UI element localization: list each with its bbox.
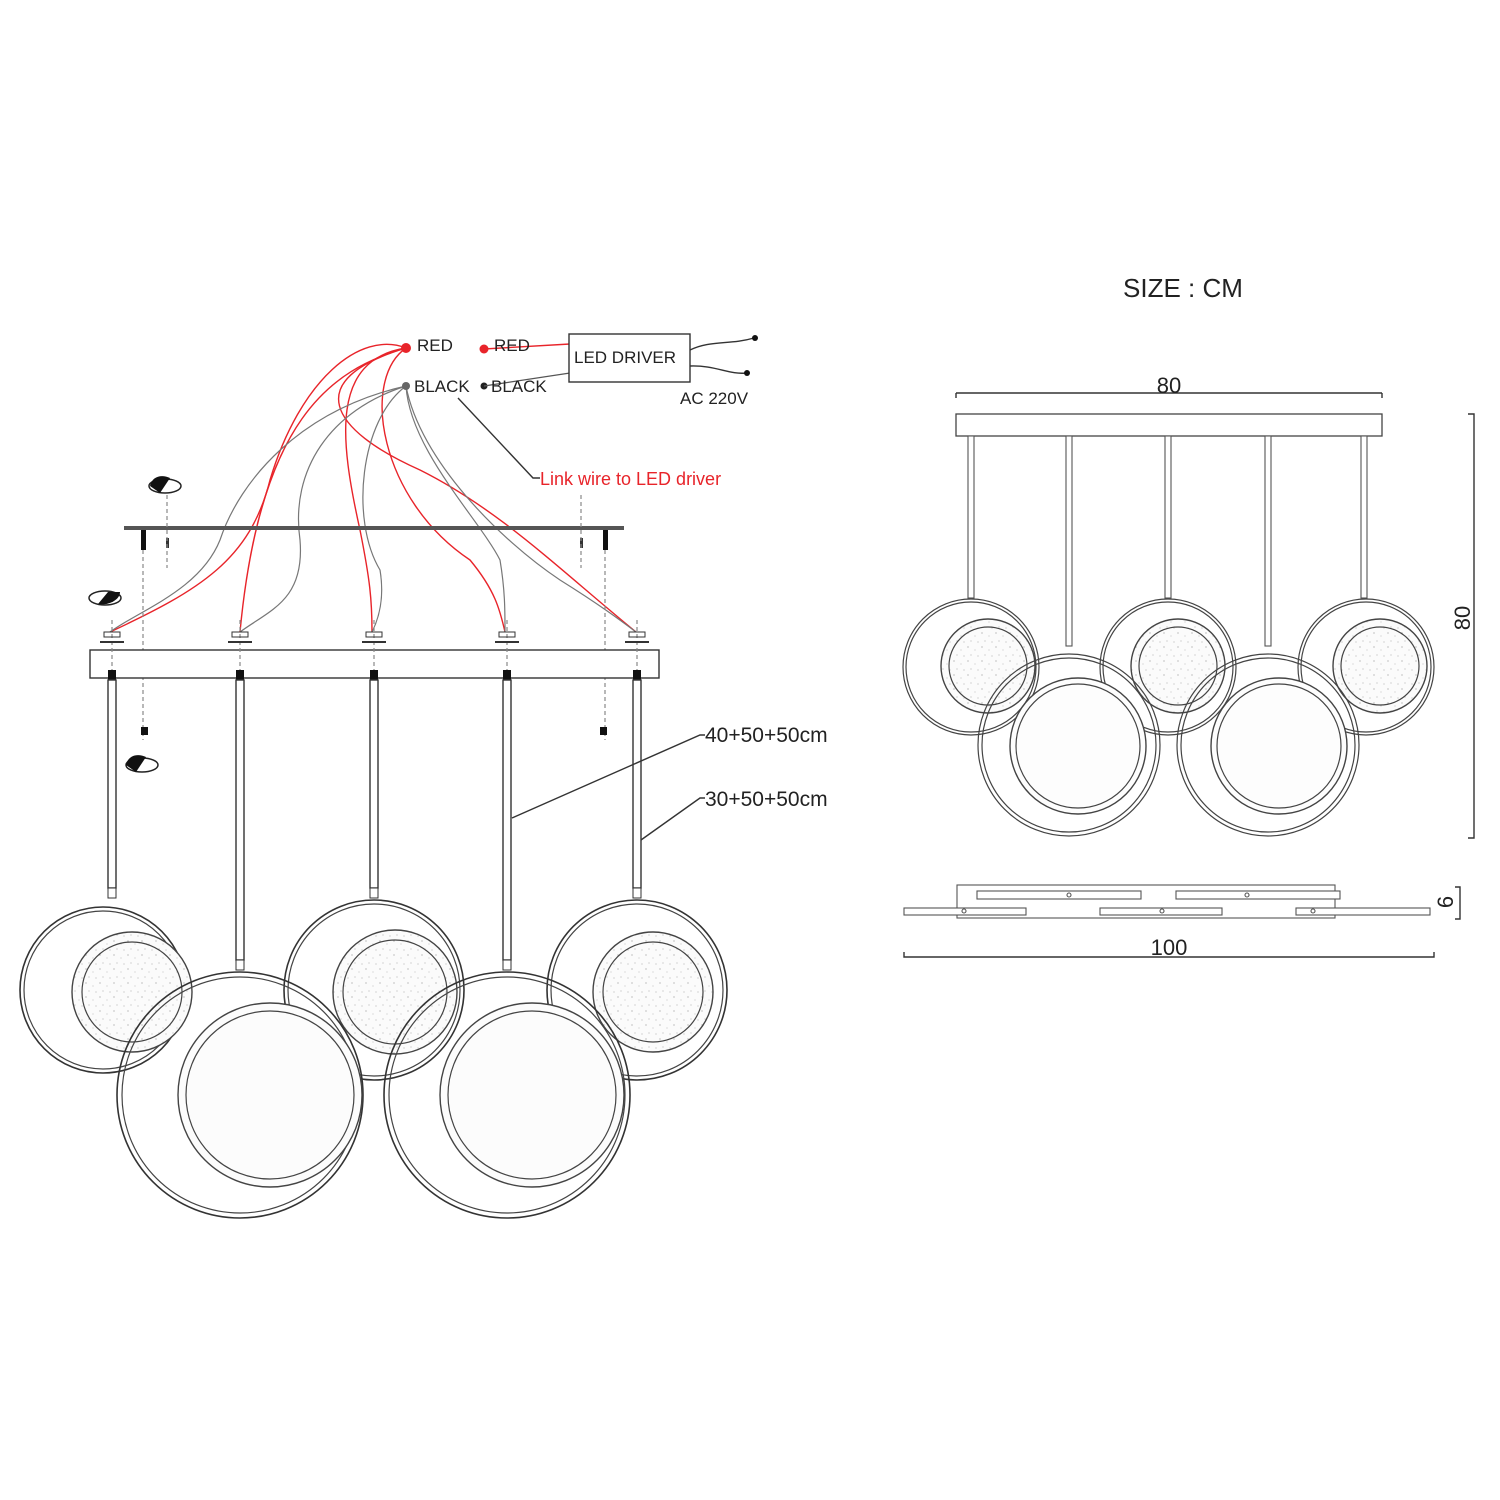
plate-height-dimension: 6 <box>1433 896 1458 908</box>
pendant-1 <box>100 620 124 899</box>
mounting-plate-top-view <box>903 884 1431 919</box>
small-ring-2 <box>283 899 465 1081</box>
size-diagram: SIZE : CM 80 80 <box>902 273 1475 960</box>
size-small-ring-3 <box>1297 598 1435 736</box>
size-large-ring-1 <box>977 653 1161 837</box>
size-canopy <box>955 413 1383 437</box>
pendant-2 <box>228 620 252 971</box>
size-large-ring-2 <box>1176 653 1360 837</box>
ac-input-label: AC 220V <box>680 389 749 408</box>
small-ring-3 <box>546 899 728 1081</box>
pendant-3 <box>362 620 386 899</box>
screw-rotate-icon <box>148 476 182 494</box>
cable-length-short: 30+50+50cm <box>705 788 828 811</box>
width-dimension: 80 <box>1157 373 1181 398</box>
driver-red-label: RED <box>494 336 530 355</box>
red-wires <box>109 343 637 633</box>
pendant-5 <box>625 620 649 899</box>
wiring-diagram: RED BLACK RED BLACK LED DRIVER AC 220V L… <box>19 333 828 1219</box>
black-label: BLACK <box>414 377 470 396</box>
large-ring-1 <box>116 971 364 1219</box>
large-ring-2 <box>383 971 631 1219</box>
link-wire-note: Link wire to LED driver <box>540 469 721 489</box>
led-driver-box <box>568 333 691 383</box>
red-junction-dot <box>401 343 411 353</box>
driver-black-label: BLACK <box>491 377 547 396</box>
size-title: SIZE : CM <box>1123 273 1243 303</box>
screw-rotate-icon <box>125 755 159 773</box>
height-dimension: 80 <box>1450 606 1475 630</box>
small-ring-1 <box>19 906 193 1074</box>
black-junction-dot <box>402 382 410 390</box>
cable-length-long: 40+50+50cm <box>705 724 828 747</box>
pendant-4 <box>495 620 519 971</box>
black-wires <box>109 385 637 633</box>
screw-rotate-icon <box>88 590 122 606</box>
led-driver-label: LED DRIVER <box>574 348 676 367</box>
red-label: RED <box>417 336 453 355</box>
pendant-drops <box>100 620 649 971</box>
plate-length-dimension: 100 <box>1151 935 1188 960</box>
